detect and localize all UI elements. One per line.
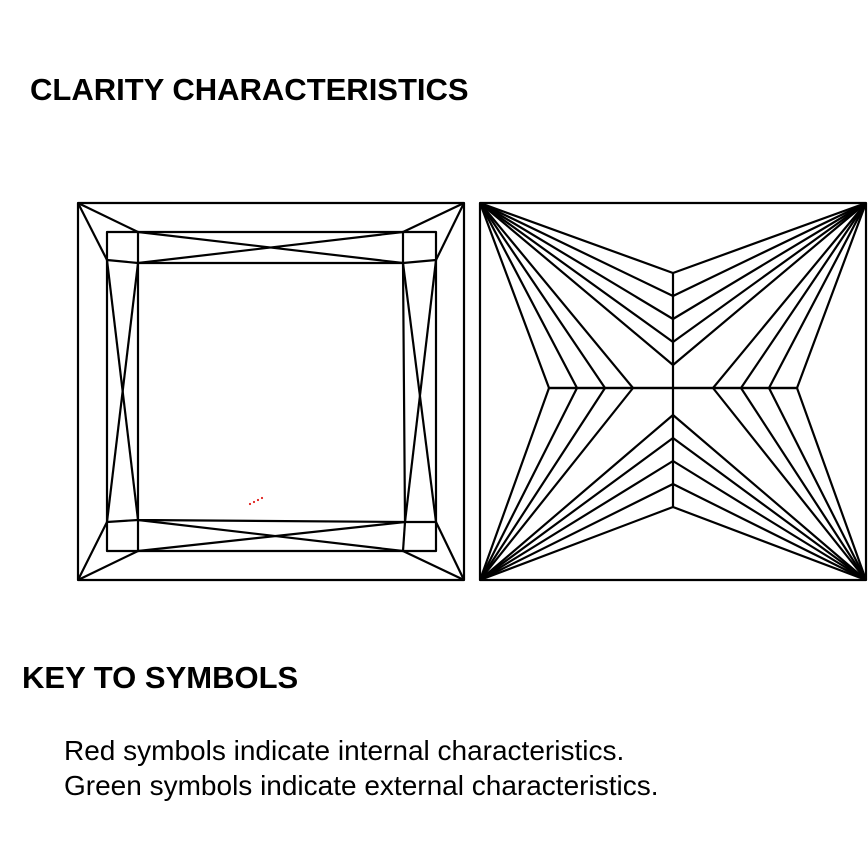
crown-outline bbox=[76, 201, 466, 582]
key-line-external: Green symbols indicate external characte… bbox=[64, 770, 659, 801]
key-line-internal: Red symbols indicate internal characteri… bbox=[64, 735, 625, 766]
key-heading: KEY TO SYMBOLS bbox=[22, 660, 299, 695]
internal-symbol-pinpoints bbox=[248, 496, 264, 506]
crown-table bbox=[136, 261, 407, 524]
crown-inner-frame bbox=[105, 230, 438, 553]
pavilion-view-diagram bbox=[478, 201, 868, 582]
page-title: CLARITY CHARACTERISTICS bbox=[30, 72, 469, 107]
pavilion-outline bbox=[478, 201, 868, 582]
crown-view-diagram bbox=[76, 201, 466, 582]
key-legend: Red symbols indicate internal characteri… bbox=[64, 733, 658, 803]
